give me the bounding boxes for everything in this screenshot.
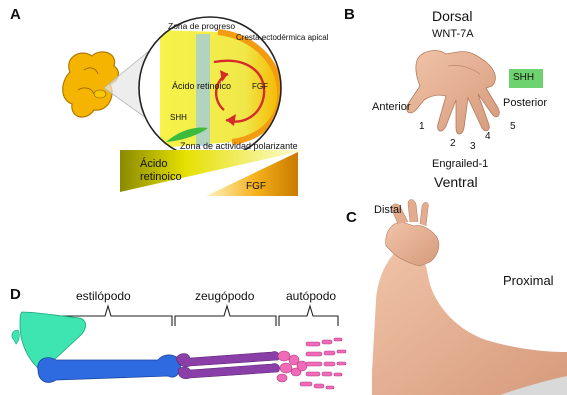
distal-label: Distal xyxy=(374,204,402,216)
panel-label-a: A xyxy=(10,6,21,23)
progress-zone-label: Zona de progreso xyxy=(168,21,235,31)
arm-photo xyxy=(372,200,567,395)
ventral-label: Ventral xyxy=(434,174,478,190)
hand-bones xyxy=(277,338,346,389)
stylopod-label: estilópodo xyxy=(76,289,131,303)
proximal-label: Proximal xyxy=(503,273,554,288)
fgf-gradient-label: FGF xyxy=(246,181,266,192)
panel-label-c: C xyxy=(346,209,357,226)
posterior-label: Posterior xyxy=(503,97,547,109)
fgf-inner-label: FGF xyxy=(252,82,268,91)
anterior-label: Anterior xyxy=(372,101,411,113)
digit-4-label: 4 xyxy=(485,131,491,142)
zeugopod-label: zeugópodo xyxy=(195,289,254,303)
digit-3-label: 3 xyxy=(470,141,476,152)
shh-box-label: SHH xyxy=(513,72,534,83)
digit-5-label: 5 xyxy=(510,121,516,132)
retinoic-acid-gradient-line2: retinoico xyxy=(140,171,182,184)
retinoic-acid-inner-label: Ácido retinoico xyxy=(172,81,231,91)
humerus-bone xyxy=(38,355,181,382)
radius-ulna-bones xyxy=(176,352,280,379)
panel-label-b: B xyxy=(344,6,355,23)
zpa-label: Zona de actividad polarizante xyxy=(180,141,298,151)
digit-2-label: 2 xyxy=(450,138,456,149)
aer-label: Cresta ectodérmica apical xyxy=(236,33,328,42)
dorsal-label: Dorsal xyxy=(432,8,472,24)
retinoic-acid-gradient-label: Ácido retinoico xyxy=(140,158,182,184)
engrailed-label: Engrailed-1 xyxy=(432,158,488,170)
shh-inner-label: SHH xyxy=(170,113,187,122)
panel-label-d: D xyxy=(10,286,21,303)
autopod-label: autópodo xyxy=(286,289,336,303)
wnt7a-label: WNT-7A xyxy=(432,28,474,40)
digit-1-label: 1 xyxy=(419,121,425,132)
retinoic-acid-gradient-line1: Ácido xyxy=(140,158,182,171)
